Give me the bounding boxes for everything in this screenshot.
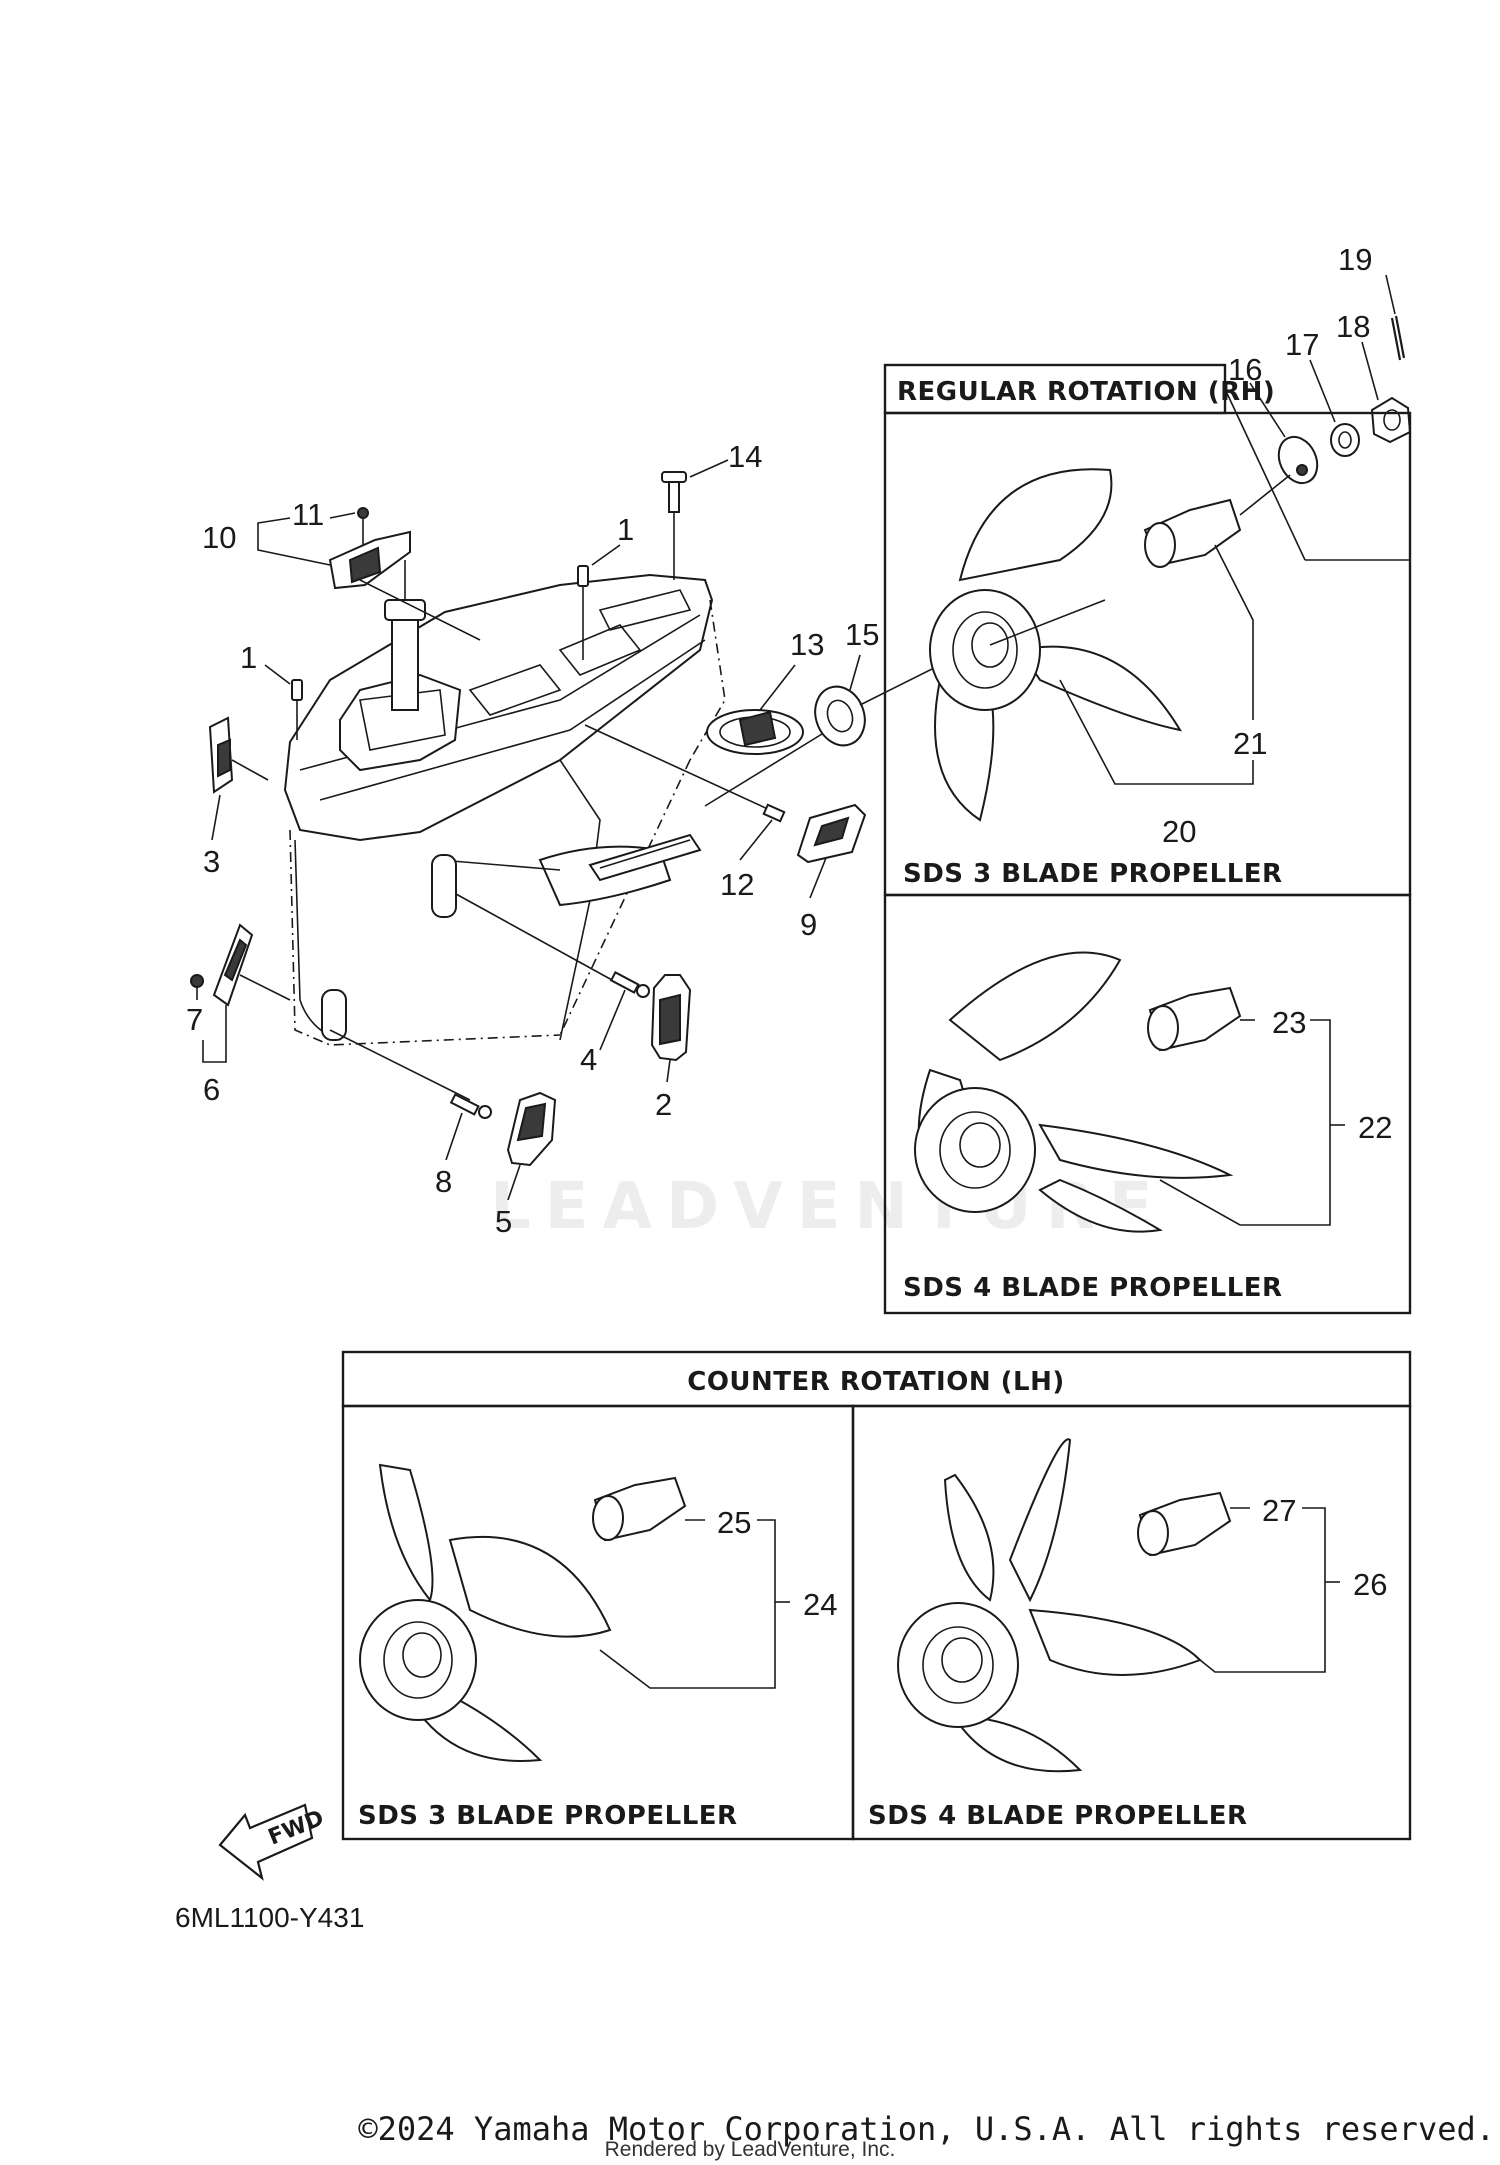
leader-lines (196, 274, 1396, 1689)
bolt-14 (661, 471, 687, 580)
trim-tab-anode-6 (190, 923, 291, 1007)
lower-unit-housing (283, 560, 726, 1046)
adapter-21 (1143, 474, 1291, 568)
anode-3 (208, 716, 269, 794)
bolt-8 (329, 1029, 492, 1119)
callout-27: 27 (1262, 1493, 1296, 1528)
propeller-4-blade-rh (914, 951, 1234, 1233)
adapter-23 (1147, 986, 1242, 1052)
callout-17: 17 (1285, 327, 1319, 362)
anode-10 (328, 507, 481, 641)
callout-26: 26 (1353, 1567, 1387, 1602)
callout-numbers: 1 1 2 3 4 5 6 7 8 9 10 11 12 13 14 15 16… (186, 242, 1392, 1622)
anode-2 (650, 974, 692, 1062)
callout-10: 10 (202, 520, 236, 555)
callout-3: 3 (203, 844, 220, 879)
callout-11: 11 (292, 497, 324, 532)
callout-6: 6 (203, 1072, 220, 1107)
propeller-3-blade-rh (929, 468, 1183, 822)
anode-9 (796, 803, 867, 864)
washer-17 (1330, 423, 1360, 457)
bolt-4 (455, 893, 650, 998)
callout-15: 15 (845, 617, 879, 652)
callout-8: 8 (435, 1164, 452, 1199)
callout-4: 4 (580, 1042, 597, 1077)
callout-2: 2 (655, 1087, 672, 1122)
callout-18: 18 (1336, 309, 1370, 344)
callout-16: 16 (1228, 352, 1262, 387)
bolt-12 (584, 724, 786, 823)
callout-22: 22 (1358, 1110, 1392, 1145)
propeller-4-blade-lh (897, 1438, 1202, 1773)
anode-5 (506, 1091, 557, 1167)
callout-7: 7 (186, 1002, 203, 1037)
dowel-pin-1b (291, 679, 303, 740)
callout-19: 19 (1338, 242, 1372, 277)
callout-14: 14 (728, 439, 762, 474)
rendered-by-notice: Rendered by LeadVenture, Inc. (604, 2138, 896, 2161)
rh-3-blade-label: SDS 3 BLADE PROPELLER (903, 859, 1283, 889)
counter-rotation-box (341, 1350, 1412, 1841)
callout-12: 12 (720, 867, 754, 902)
propeller-3-blade-lh (359, 1463, 612, 1762)
callout-21: 21 (1233, 726, 1267, 761)
dowel-pin-1a (577, 565, 589, 660)
cotter-pin-19 (1390, 315, 1406, 361)
adapter-25 (592, 1476, 687, 1542)
callout-5: 5 (495, 1204, 512, 1239)
regular-rotation-title: REGULAR ROTATION (RH) (897, 377, 1275, 407)
nut-18 (1370, 396, 1412, 444)
callout-1b: 1 (240, 640, 257, 675)
callout-25: 25 (717, 1505, 751, 1540)
strainer-13 (706, 709, 804, 755)
callout-23: 23 (1272, 1005, 1306, 1040)
lh-3-blade-label: SDS 3 BLADE PROPELLER (358, 1801, 738, 1831)
callout-20: 20 (1162, 814, 1196, 849)
adapter-27 (1137, 1491, 1232, 1557)
seal-15 (704, 639, 991, 807)
regular-rotation-box (883, 363, 1412, 1315)
callout-1a: 1 (617, 512, 634, 547)
callout-24: 24 (803, 1587, 837, 1622)
rh-4-blade-label: SDS 4 BLADE PROPELLER (903, 1273, 1283, 1303)
thrust-washer-16 (1277, 435, 1319, 485)
callout-9: 9 (800, 907, 817, 942)
counter-rotation-title: COUNTER ROTATION (LH) (687, 1367, 1064, 1397)
diagram-code: 6ML1100-Y431 (175, 1902, 364, 1933)
fwd-arrow-icon: FWD (218, 1803, 328, 1881)
callout-13: 13 (790, 627, 824, 662)
copyright-notice: ©2024 Yamaha Motor Corporation, U.S.A. A… (358, 2110, 1495, 2148)
lh-4-blade-label: SDS 4 BLADE PROPELLER (868, 1801, 1248, 1831)
